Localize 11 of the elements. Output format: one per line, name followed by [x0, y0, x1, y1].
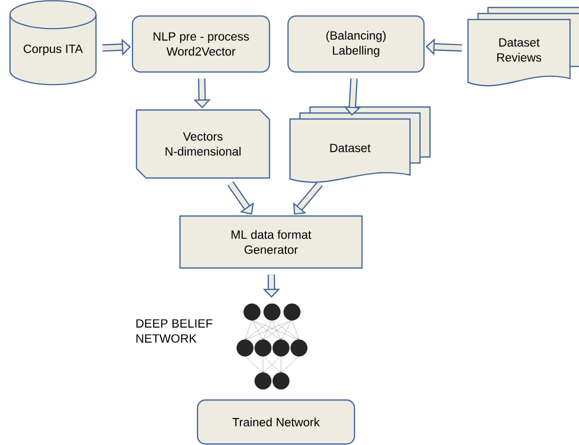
side-label: DEEP BELIEF NETWORK [136, 319, 212, 343]
process-box: ML data format Generator [179, 215, 363, 269]
document-box: Vectors N-dimensional [136, 109, 270, 179]
document-stack: Dataset Reviews [467, 6, 579, 86]
process-box: NLP pre - process Word2Vector [132, 15, 270, 73]
neural-network-drawing [236, 304, 308, 390]
block-arrow [293, 181, 323, 215]
process-box: Trained Network [196, 399, 356, 445]
database-cylinder: Corpus ITA [9, 0, 97, 86]
document-stack: Dataset [289, 106, 431, 183]
process-box: (Balancing) Labelling [287, 15, 425, 73]
